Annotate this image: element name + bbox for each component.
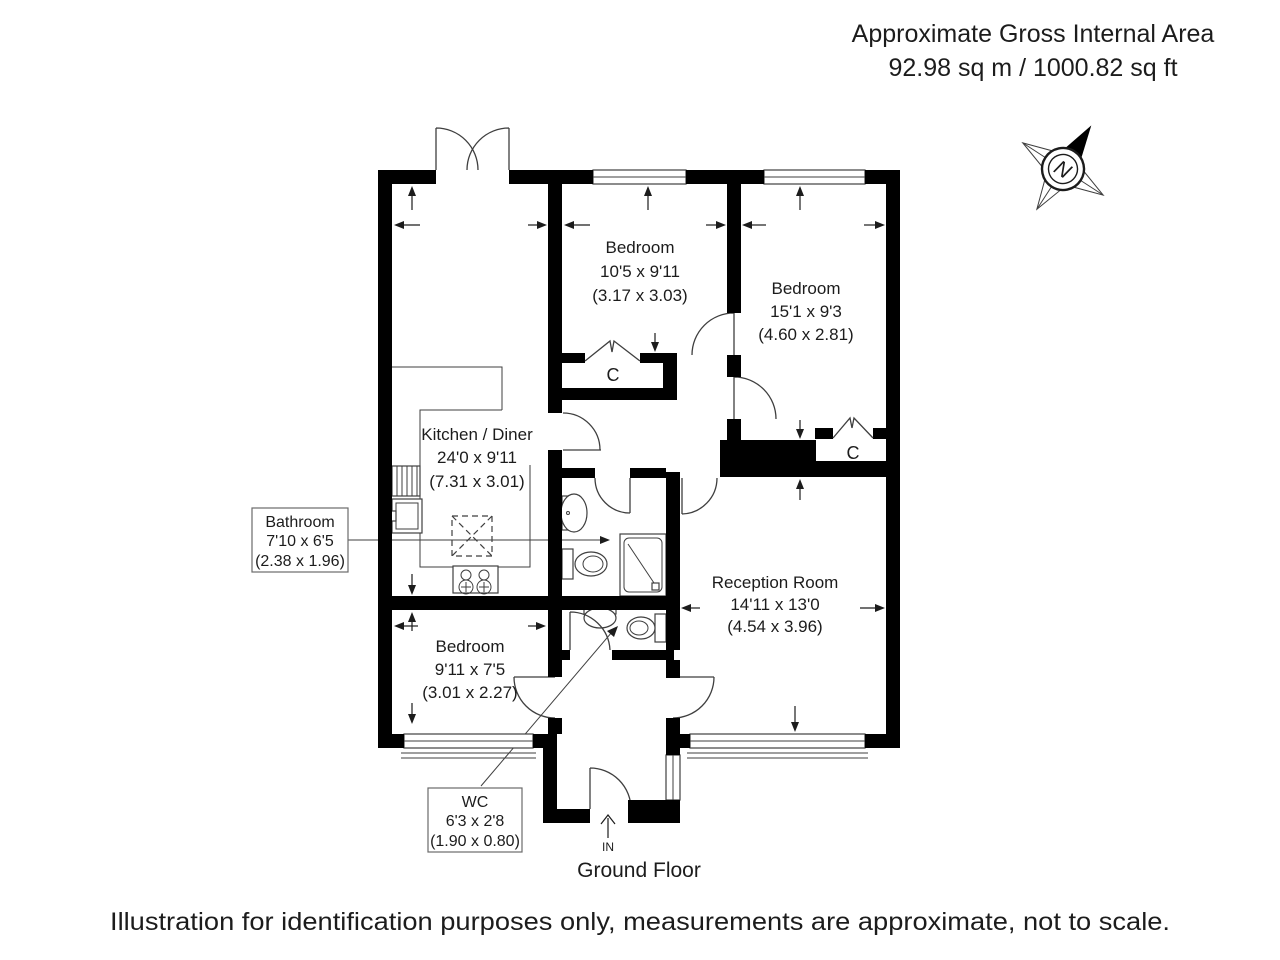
bedroom1-name: Bedroom bbox=[606, 238, 675, 257]
bathroom-imperial: 7'10 x 6'5 bbox=[266, 533, 334, 550]
windows bbox=[401, 169, 868, 801]
bedroom1-door-icon bbox=[691, 312, 735, 356]
room-labels: Bedroom 10'5 x 9'11 (3.17 x 3.03) Bedroo… bbox=[421, 238, 859, 702]
walls bbox=[378, 170, 900, 823]
kitchen-door-icon bbox=[562, 412, 601, 451]
gross-area-value: 92.98 sq m / 1000.82 sq ft bbox=[888, 54, 1177, 82]
entrance-in-label: IN bbox=[602, 840, 614, 854]
bathroom-door-icon bbox=[594, 477, 631, 514]
closet1-label: C bbox=[607, 365, 620, 385]
toilet-icon bbox=[561, 548, 574, 580]
kitchen-fixtures bbox=[389, 366, 531, 595]
closet2-label: C bbox=[847, 443, 860, 463]
closet-doors bbox=[584, 339, 874, 439]
wc-callout-box bbox=[427, 787, 523, 853]
kitchen-table-icon bbox=[451, 515, 493, 557]
entrance-arrow bbox=[600, 814, 616, 838]
french-door-left-icon bbox=[435, 127, 479, 171]
hall-door-icon bbox=[681, 477, 718, 515]
kitchen-imperial: 24'0 x 9'11 bbox=[437, 448, 517, 467]
french-door-right-icon bbox=[466, 127, 510, 171]
bathroom-callout: Bathroom 7'10 x 6'5 (2.38 x 1.96) bbox=[251, 507, 349, 573]
measure-arrows bbox=[394, 186, 885, 732]
bedroom1-metric: (3.17 x 3.03) bbox=[592, 286, 687, 305]
reception-door-icon bbox=[672, 676, 715, 719]
bedroom1-imperial: 10'5 x 9'11 bbox=[600, 262, 680, 281]
compass-icon: N bbox=[1021, 125, 1105, 211]
kitchen-unit-icon bbox=[391, 465, 421, 497]
wc-metric: (1.90 x 0.80) bbox=[430, 833, 520, 850]
header: Approximate Gross Internal Area 92.98 sq… bbox=[852, 20, 1215, 82]
kitchen-name: Kitchen / Diner bbox=[421, 425, 533, 444]
kitchen-sink-icon bbox=[391, 498, 423, 534]
entrance-door-icon bbox=[589, 767, 632, 810]
wc-callout: WC 6'3 x 2'8 (1.90 x 0.80) bbox=[427, 787, 523, 853]
bathroom-name: Bathroom bbox=[265, 514, 334, 531]
bedroom2-door-icon bbox=[733, 376, 777, 420]
floor-name: Ground Floor bbox=[577, 859, 701, 882]
bedroom2-imperial: 15'1 x 9'3 bbox=[770, 302, 842, 321]
reception-metric: (4.54 x 3.96) bbox=[727, 617, 822, 636]
reception-name: Reception Room bbox=[712, 573, 839, 592]
bedroom3-metric: (3.01 x 2.27) bbox=[422, 683, 517, 702]
bedroom3-name: Bedroom bbox=[436, 637, 505, 656]
disclaimer-text: Illustration for identification purposes… bbox=[110, 908, 1170, 936]
bathroom-callout-box bbox=[251, 507, 349, 573]
kitchen-metric: (7.31 x 3.01) bbox=[429, 472, 524, 491]
reception-imperial: 14'11 x 13'0 bbox=[730, 595, 819, 614]
bedroom3-door-icon bbox=[513, 676, 556, 719]
gross-area-title: Approximate Gross Internal Area bbox=[852, 20, 1215, 48]
wc-imperial: 6'3 x 2'8 bbox=[446, 813, 505, 830]
bedroom3-imperial: 9'11 x 7'5 bbox=[435, 660, 505, 679]
bedroom2-metric: (4.60 x 2.81) bbox=[758, 325, 853, 344]
wc-toilet-icon bbox=[654, 613, 667, 643]
wc-door-icon bbox=[569, 611, 611, 651]
bathroom-metric: (2.38 x 1.96) bbox=[255, 553, 345, 570]
bifold-door-icon bbox=[832, 416, 874, 439]
bifold-door-icon bbox=[584, 339, 641, 362]
wc-name: WC bbox=[462, 794, 489, 811]
bedroom2-name: Bedroom bbox=[772, 279, 841, 298]
